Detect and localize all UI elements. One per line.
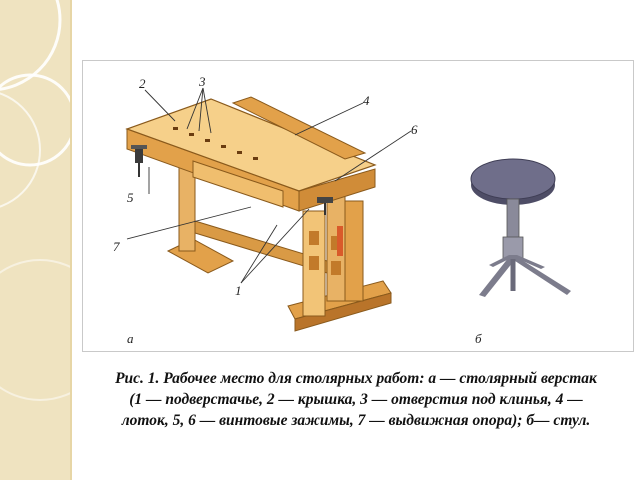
figure-illustration: 2 3 4 6 5 7 1 а б [82,60,634,352]
caption-line-1: Рис. 1. Рабочее место для столярных рабо… [115,370,597,387]
figure-svg: 2 3 4 6 5 7 1 а б [113,74,571,346]
panel-b-label: б [475,331,482,346]
callout-2: 2 [139,76,146,91]
stool-drawing: б [470,158,571,346]
callout-6: 6 [411,122,418,137]
band-circles-ornament [0,0,70,401]
figure-caption: Рис. 1. Рабочее место для столярных рабо… [74,368,638,431]
callout-5: 5 [127,190,134,205]
callout-4: 4 [363,93,370,108]
callout-7: 7 [113,239,120,254]
caption-line-3: лоток, 5, 6 — винтовые зажимы, 7 — выдви… [121,412,591,429]
band-edge-line [70,0,72,480]
panel-a-label: а [127,331,134,346]
slide-decor-band [0,0,70,480]
caption-line-2: (1 — подверстачье, 2 — крышка, 3 — отвер… [129,391,583,408]
workbench-drawing: 2 3 4 6 5 7 1 а [113,74,418,346]
callout-1: 1 [235,283,242,298]
callout-3: 3 [198,74,206,89]
